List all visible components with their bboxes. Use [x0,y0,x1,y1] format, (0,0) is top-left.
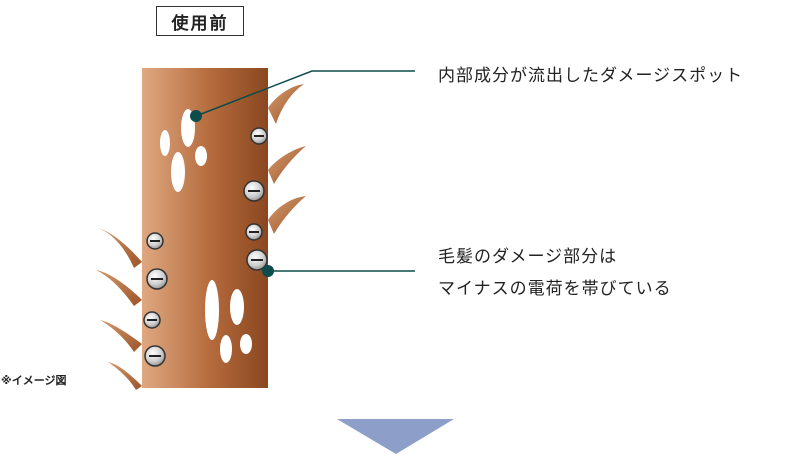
leader-line-charge [262,265,415,277]
negative-charge-icon [146,268,168,290]
leader-line-damage [190,70,415,122]
negative-charges [143,127,268,367]
charge-label-line2: マイナスの電荷を帯びている [438,279,672,299]
charge-label-line1: 毛髪のダメージ部分は [438,247,618,267]
page-title: 使用前 [156,6,244,36]
damage-spot-label: 内部成分が流出したダメージスポット [438,66,744,86]
cuticle-left [96,228,142,390]
negative-charge-icon [146,232,164,250]
negative-charge-icon [250,127,268,145]
negative-charge-icon [245,223,263,241]
down-arrow-icon [337,419,454,454]
cuticle-right [268,84,306,234]
negative-charge-icon [243,180,265,202]
image-note: ※イメージ図 [1,374,67,387]
negative-charge-icon [144,345,166,367]
negative-charge-icon [143,311,161,329]
negative-charge-icon [246,249,268,271]
